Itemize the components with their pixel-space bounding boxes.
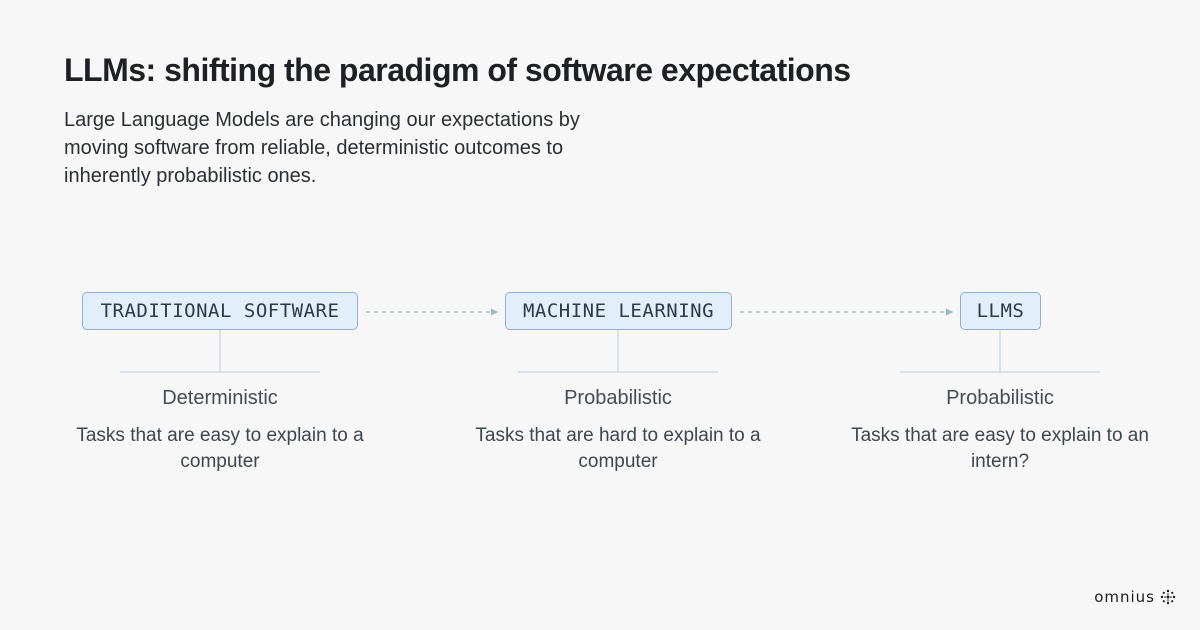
sparkle-logo-icon [1160,589,1176,605]
description-text: Tasks that are hard to explain to a comp… [475,425,761,472]
stem-ml [518,330,718,373]
stem-llms [900,330,1100,373]
description-text: Tasks that are easy to explain to an int… [851,425,1149,472]
node-traditional-software: TRADITIONAL SOFTWARE [82,292,358,330]
brand-logo: omnius [1094,588,1176,606]
node-machine-learning: MACHINE LEARNING [505,292,732,330]
page-title: LLMs: shifting the paradigm of software … [64,52,851,88]
page-subtitle: Large Language Models are changing our e… [64,109,580,187]
stem-traditional [120,330,320,373]
kind-label: Probabilistic [564,387,672,409]
column-llms: Probabilistic Tasks that are easy to exp… [850,386,1150,475]
brand-name: omnius [1094,588,1155,606]
column-machine-learning: Probabilistic Tasks that are hard to exp… [468,386,768,475]
node-llms: LLMS [960,292,1041,330]
column-traditional-software: Deterministic Tasks that are easy to exp… [70,386,370,475]
description-text: Tasks that are easy to explain to a comp… [76,425,364,472]
kind-label: Probabilistic [946,387,1054,409]
kind-label: Deterministic [162,387,278,409]
